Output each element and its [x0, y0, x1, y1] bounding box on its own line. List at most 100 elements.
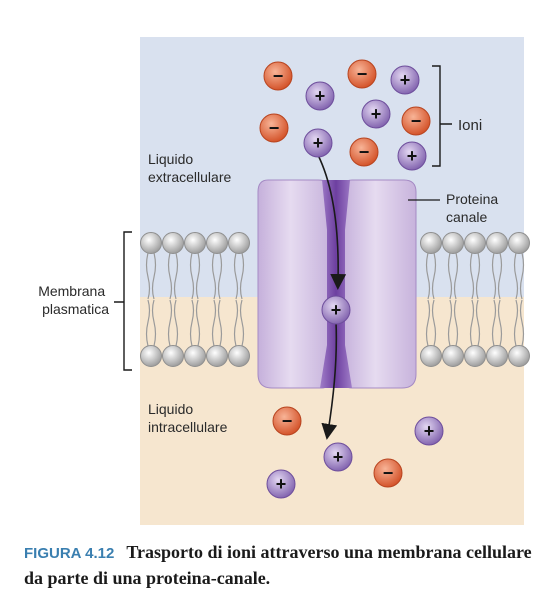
ion-charge-symbol: +	[333, 447, 344, 467]
lipid-tail	[453, 252, 459, 300]
phospholipid-head-icon	[420, 345, 442, 367]
phospholipid-head-icon	[228, 345, 250, 367]
channel-protein-label-line1: Proteina	[446, 191, 498, 207]
negative-ion-icon: −	[373, 458, 403, 488]
lipid-tail	[151, 299, 157, 347]
phospholipid-heads-top	[140, 232, 530, 254]
phospholipid-head-icon	[508, 345, 530, 367]
lipid-tail	[167, 299, 173, 347]
ion-charge-symbol: −	[359, 142, 370, 162]
channel-protein-label: Proteina canale	[446, 191, 502, 225]
lipid-tail	[475, 299, 481, 347]
phospholipid-head-icon	[162, 345, 184, 367]
ion-charge-symbol: −	[357, 64, 368, 84]
lipid-tail	[519, 299, 525, 347]
ion-body	[347, 59, 377, 89]
ion-body	[321, 295, 351, 325]
extracellular-label-line1: Liquido	[148, 151, 193, 167]
ion-charge-symbol: +	[424, 421, 435, 441]
ions: −+−++−+−−++−++−+	[259, 59, 444, 499]
ion-charge-symbol: +	[371, 104, 382, 124]
membrane-label-line2: plasmatica	[42, 301, 109, 317]
intracellular-label: Liquido intracellulare	[148, 401, 228, 435]
lipid-tail	[217, 299, 223, 347]
negative-ion-icon: −	[401, 106, 431, 136]
lipid-tail	[497, 299, 503, 347]
membrane-label: Membrana plasmatica	[38, 283, 109, 317]
ion-body	[263, 61, 293, 91]
lipid-tail	[475, 252, 481, 300]
extracellular-label: Liquido extracellulare	[148, 151, 231, 185]
negative-ion-icon: −	[259, 113, 289, 143]
lipid-tail	[491, 299, 497, 347]
lipid-tail	[469, 252, 475, 300]
phospholipid-head-icon	[184, 345, 206, 367]
ion-body	[373, 458, 403, 488]
ion-body	[259, 113, 289, 143]
lipid-tail	[513, 252, 519, 300]
intracellular-label-line2: intracellulare	[148, 419, 228, 435]
ion-charge-symbol: −	[383, 463, 394, 483]
positive-ion-icon: +	[323, 442, 353, 472]
lipid-tail	[497, 252, 503, 300]
ion-path-arrow-top	[317, 154, 347, 290]
figure-label: FIGURA 4.12	[24, 545, 115, 562]
ion-body	[397, 141, 427, 171]
lipid-tail	[145, 299, 151, 347]
phospholipid-head-icon	[140, 232, 162, 254]
lipid-tail	[173, 252, 179, 300]
ion-body	[303, 128, 333, 158]
ion-path-arrow-bottom	[321, 321, 338, 440]
lipid-tail	[145, 252, 151, 300]
negative-ion-icon: −	[349, 137, 379, 167]
ion-charge-symbol: −	[273, 66, 284, 86]
ion-charge-symbol: −	[411, 111, 422, 131]
figure-caption-text: Trasporto di ioni attraverso una membran…	[24, 542, 532, 588]
positive-ion-icon: +	[361, 99, 391, 129]
lipid-tail	[195, 299, 201, 347]
channel-protein-right-half	[341, 179, 417, 389]
lipid-tail	[239, 252, 245, 300]
lipid-tail	[431, 299, 437, 347]
lipid-tail	[425, 299, 431, 347]
ion-body	[361, 99, 391, 129]
phospholipid-head-icon	[486, 232, 508, 254]
phospholipid-head-icon	[508, 232, 530, 254]
negative-ion-icon: −	[272, 406, 302, 436]
positive-ion-icon: +	[266, 469, 296, 499]
ions-label: Ioni	[458, 117, 482, 134]
positive-ion-icon: +	[390, 65, 420, 95]
intracellular-label-line1: Liquido	[148, 401, 193, 417]
ion-charge-symbol: −	[282, 411, 293, 431]
phospholipid-head-icon	[442, 345, 464, 367]
ion-body	[349, 137, 379, 167]
ion-charge-symbol: +	[315, 86, 326, 106]
positive-ion-icon: +	[303, 128, 333, 158]
ion-charge-symbol: +	[276, 474, 287, 494]
lipid-tail	[491, 252, 497, 300]
negative-ion-icon: −	[263, 61, 293, 91]
ion-charge-symbol: +	[313, 133, 324, 153]
ion-charge-symbol: +	[331, 300, 342, 320]
membrane-tails-left	[145, 252, 245, 347]
phospholipid-head-icon	[162, 232, 184, 254]
ion-body	[272, 406, 302, 436]
lipid-tail	[167, 252, 173, 300]
extracellular-label-line2: extracellulare	[148, 169, 231, 185]
phospholipid-head-icon	[486, 345, 508, 367]
lipid-tail	[173, 299, 179, 347]
ion-charge-symbol: −	[269, 118, 280, 138]
lipid-tail	[211, 299, 217, 347]
lipid-tail	[519, 252, 525, 300]
lipid-tail	[195, 252, 201, 300]
phospholipid-head-icon	[140, 345, 162, 367]
channel-protein-label-line2: canale	[446, 209, 487, 225]
ion-body	[305, 81, 335, 111]
phospholipid-head-icon	[206, 345, 228, 367]
lipid-tail	[447, 252, 453, 300]
lipid-tail	[453, 299, 459, 347]
membrane-label-line1: Membrana	[38, 283, 105, 299]
lipid-tail	[469, 299, 475, 347]
phospholipid-heads-bottom	[140, 345, 530, 367]
